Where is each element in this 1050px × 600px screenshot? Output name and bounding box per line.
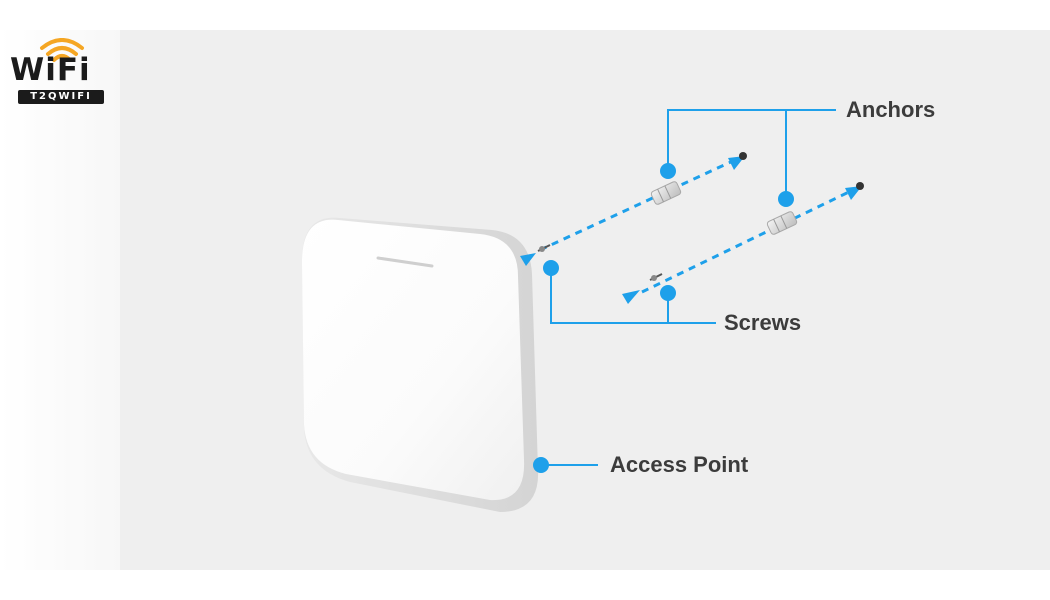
screws-label: Screws <box>724 310 801 335</box>
screw-lower-dot <box>660 285 676 301</box>
screw-paths <box>520 156 862 304</box>
anchor-lower <box>766 211 798 235</box>
wall-hole-lower <box>856 182 864 190</box>
lower-far-arrow <box>845 186 862 200</box>
wall-hole-upper <box>739 152 747 160</box>
lower-near-arrow <box>622 290 640 304</box>
screw-upper-dot <box>543 260 559 276</box>
left-panel <box>0 30 120 570</box>
anchor-upper-dot <box>660 163 676 179</box>
screws-callout: Screws <box>543 260 801 335</box>
access-point-dot <box>533 457 549 473</box>
access-point-device <box>302 217 539 512</box>
access-point-callout: Access Point <box>533 452 749 477</box>
diagram-stage <box>120 30 1050 570</box>
screw-upper <box>537 244 551 252</box>
anchors-label: Anchors <box>846 97 935 122</box>
logo-tagline: T2QWIFI <box>18 90 104 104</box>
upper-near-arrow <box>520 253 536 266</box>
anchor-upper <box>650 181 682 205</box>
logo-word: WiFi <box>10 52 91 88</box>
wifi-logo: WiFi T2QWIFI <box>8 38 112 110</box>
wifi-arcs-icon <box>40 38 84 62</box>
upper-screw-path <box>539 158 736 252</box>
anchors-callout: Anchors <box>660 97 935 207</box>
lower-screw-path <box>641 188 854 294</box>
access-point-label: Access Point <box>610 452 749 477</box>
led-slot <box>376 256 434 268</box>
upper-far-arrow <box>728 156 745 170</box>
screw-lower <box>649 273 663 281</box>
anchor-lower-dot <box>778 191 794 207</box>
